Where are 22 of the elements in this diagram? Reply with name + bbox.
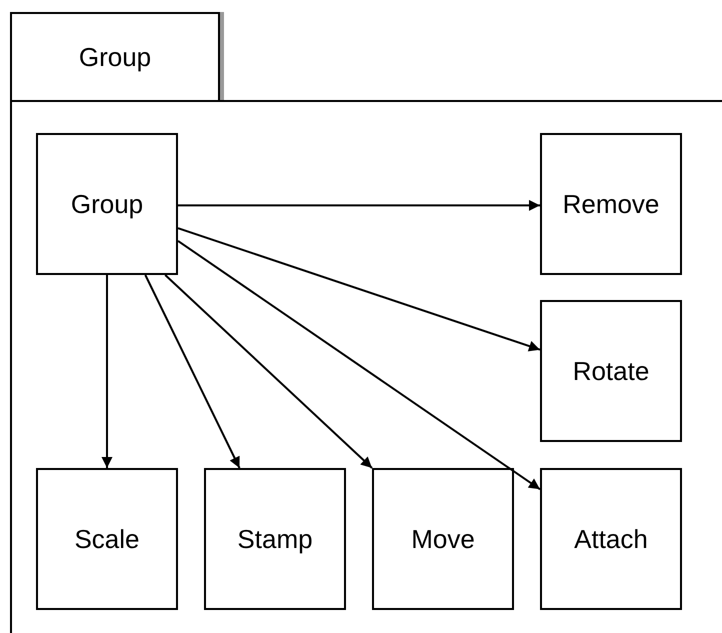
arrow (178, 200, 540, 211)
class-name: Stamp (237, 524, 313, 554)
class-name: Attach (574, 524, 648, 554)
package-name: Group (78, 42, 152, 72)
class-box (36, 133, 178, 275)
arrow (144, 274, 240, 468)
arrow (102, 275, 112, 468)
class-box (36, 468, 178, 610)
class-box (540, 133, 682, 275)
class-name: Scale (74, 524, 140, 554)
class-name: Rotate (572, 356, 650, 386)
class-box (372, 468, 514, 610)
arrow (164, 274, 373, 469)
arrow (178, 227, 540, 352)
package-frame (10, 12, 722, 633)
class-name: Group (70, 188, 144, 220)
class-box (540, 468, 682, 610)
class-box (204, 468, 346, 610)
class-name: Move (411, 524, 475, 554)
class-box (540, 300, 682, 442)
arrow (177, 240, 541, 490)
class-name: Remove (562, 188, 660, 220)
